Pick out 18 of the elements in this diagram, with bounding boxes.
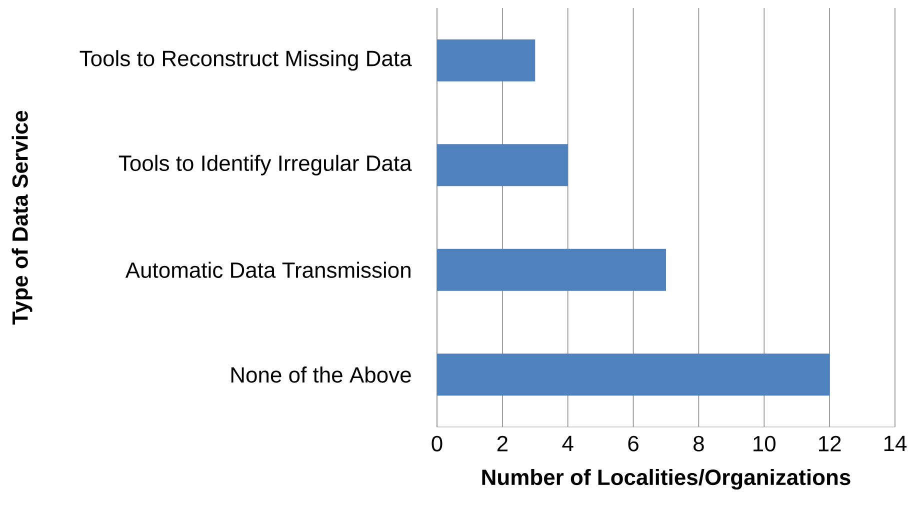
bar: [437, 248, 666, 291]
x-tick-label: 10: [754, 436, 776, 452]
x-tick-label: 4: [562, 436, 574, 451]
y-tick-label: Automatic Data Transmission: [125, 262, 410, 278]
bar: [437, 39, 536, 82]
bar: [437, 354, 830, 396]
x-axis-title: Number of Localities/Organizations: [482, 468, 850, 490]
x-tick-label: 14: [884, 436, 907, 451]
y-tick-label: Tools to Reconstruct Missing Data: [80, 50, 412, 71]
y-tick-label: Tools to Identify Irregular Data: [118, 154, 412, 176]
bar: [437, 144, 568, 186]
x-tick-label: 6: [628, 436, 638, 452]
x-tick-label: 0: [432, 436, 442, 452]
y-tick-label: None of the Above: [231, 366, 411, 383]
x-tick-label: 2: [497, 436, 508, 452]
x-tick-label: 12: [819, 436, 841, 452]
x-tick-label: 8: [694, 436, 704, 452]
y-axis-title: Type of Data Service: [12, 110, 32, 325]
